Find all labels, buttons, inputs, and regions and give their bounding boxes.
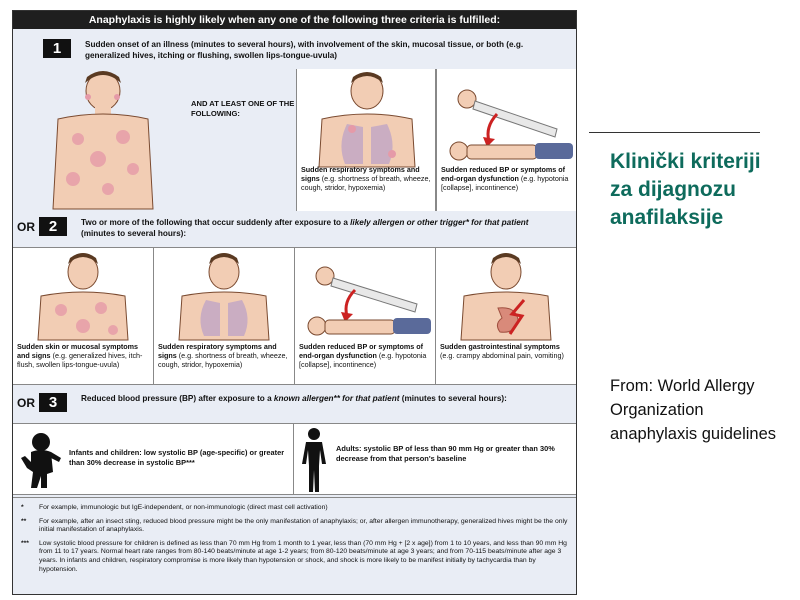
c2-gastrointestinal-caption: Sudden gastrointestinal symptoms (e.g. c… (440, 342, 573, 360)
criterion-3-row: OR 3 Reduced blood pressure (BP) after e… (17, 393, 566, 412)
c2-reduced-bp-caption: Sudden reduced BP or symptoms of end-org… (299, 342, 432, 369)
footnote-text: Low systolic blood pressure for children… (39, 539, 567, 573)
c2-skin-panel: Sudden skin or mucosal symptoms and sign… (13, 248, 154, 384)
criterion-1-reduced-bp-panel: Sudden reduced BP or symptoms of end-org… (436, 69, 576, 211)
c2-skin-title: Sudden skin or mucosal symptoms and sign… (17, 342, 139, 360)
skin-rash-figure (52, 71, 154, 210)
c2-respiratory-caption: Sudden respiratory symptoms and signs (e… (158, 342, 291, 369)
footnote: * For example, immunologic but IgE-indep… (21, 504, 568, 513)
c2-skin-figure (37, 253, 129, 341)
c1-reduced-bp-caption: Sudden reduced BP or symptoms of end-org… (441, 165, 573, 192)
c2-skin-detail: (e.g. generalized hives, itch-flush, swo… (17, 351, 143, 369)
collapse-figure (449, 89, 573, 161)
c1-reduced-bp-detail: (e.g. hypotonia [collapse], incontinence… (441, 174, 569, 192)
c3-adults-panel: Adults: systolic BP of less than 90 mm H… (294, 424, 576, 494)
c1-respiratory-title: Sudden respiratory symptoms and signs (301, 165, 420, 183)
criterion-1-respiratory-panel: Sudden respiratory symptoms and signs (e… (296, 69, 436, 211)
c3-adults-text: Adults: systolic BP of less than 90 mm H… (336, 444, 555, 463)
criterion-3-panels: Infants and children: low systolic BP (a… (13, 423, 576, 495)
criterion-3-text: Reduced blood pressure (BP) after exposu… (81, 393, 551, 404)
c2-reduced-bp-panel: Sudden reduced BP or symptoms of end-org… (295, 248, 436, 384)
and-at-least-one-label: AND AT LEAST ONE OF THE FOLLOWING: (191, 99, 295, 118)
criterion-2-text: Two or more of the following that occur … (81, 217, 551, 239)
c2-respiratory-panel: Sudden respiratory symptoms and signs (e… (154, 248, 295, 384)
c2-skin-caption: Sudden skin or mucosal symptoms and sign… (17, 342, 150, 369)
c2-collapse-figure (307, 266, 431, 336)
criterion-1-panels: AND AT LEAST ONE OF THE FOLLOWING: Sudde… (13, 69, 576, 211)
c2-respiratory-detail: (e.g. shortness of breath, wheeze, cough… (158, 351, 288, 369)
or-label-3: OR (17, 395, 35, 410)
c2-text-a: Two or more of the following that occur … (81, 218, 351, 227)
source-note: From: World Allergy Organization anaphyl… (610, 377, 777, 443)
c3-infants-text: Infants and children: low systolic BP (a… (69, 448, 285, 467)
criterion-1-number: 1 (43, 39, 71, 58)
c2-text-b: (minutes to several hours): (81, 229, 187, 238)
footnote-text: For example, after an insect sting, redu… (39, 517, 568, 534)
c3-text-a: Reduced blood pressure (BP) after exposu… (81, 394, 274, 403)
criterion-1-row: 1 Sudden onset of an illness (minutes to… (43, 39, 566, 61)
c2-reduced-bp-title: Sudden reduced BP or symptoms of end-org… (299, 342, 424, 360)
c1-respiratory-caption: Sudden respiratory symptoms and signs (e… (301, 165, 432, 192)
footnote-text: For example, immunologic but IgE-indepen… (39, 504, 328, 511)
c2-gastrointestinal-title: Sudden gastrointestinal symptoms (440, 342, 560, 351)
criterion-3-label: OR 3 (17, 393, 67, 412)
or-label-2: OR (17, 219, 35, 234)
c2-respiratory-title: Sudden respiratory symptoms and signs (158, 342, 277, 360)
slide-title: Klinički kriteriji za dijagnozu anafilak… (610, 150, 761, 229)
footnote: ** For example, after an insect sting, r… (21, 518, 568, 535)
criterion-2-label: OR 2 (17, 217, 67, 236)
infant-silhouette-icon (21, 433, 61, 488)
title-divider (589, 132, 760, 133)
criterion-2-panels: Sudden skin or mucosal symptoms and sign… (13, 247, 576, 385)
c2-text-em: likely allergen or other trigger* for th… (350, 218, 529, 227)
figure-header: Anaphylaxis is highly likely when any on… (13, 11, 576, 29)
footnote-mark: ** (21, 517, 27, 525)
c2-respiratory-figure (178, 253, 270, 341)
c3-text-b: (minutes to several hours): (399, 394, 507, 403)
c3-text-em: known allergen** for that patient (273, 394, 400, 403)
criterion-1-text: Sudden onset of an illness (minutes to s… (85, 40, 524, 60)
c2-reduced-bp-detail: (e.g. hypotonia [collapse], incontinence… (299, 351, 427, 369)
c1-respiratory-detail: (e.g. shortness of breath, wheeze, cough… (301, 174, 431, 192)
c2-gastrointestinal-detail: (e.g. crampy abdominal pain, vomiting) (440, 351, 564, 360)
criterion-2-number: 2 (39, 217, 67, 236)
adult-silhouette-icon (302, 428, 326, 492)
c2-gastrointestinal-panel: Sudden gastrointestinal symptoms (e.g. c… (436, 248, 576, 384)
criterion-1-skin-panel: AND AT LEAST ONE OF THE FOLLOWING: (13, 69, 296, 211)
footnote-mark: * (21, 504, 24, 511)
footnotes: * For example, immunologic but IgE-indep… (13, 497, 576, 594)
c3-infants-panel: Infants and children: low systolic BP (a… (13, 424, 294, 494)
criterion-2-row: OR 2 Two or more of the following that o… (17, 217, 566, 239)
anaphylaxis-criteria-figure: Anaphylaxis is highly likely when any on… (12, 10, 577, 595)
c2-gastrointestinal-figure (460, 253, 552, 341)
criterion-3-number: 3 (39, 393, 67, 412)
footnote: *** Low systolic blood pressure for chil… (21, 540, 568, 574)
c1-reduced-bp-title: Sudden reduced BP or symptoms of end-org… (441, 165, 566, 183)
respiratory-figure (318, 72, 416, 168)
footnote-mark: *** (21, 539, 29, 547)
